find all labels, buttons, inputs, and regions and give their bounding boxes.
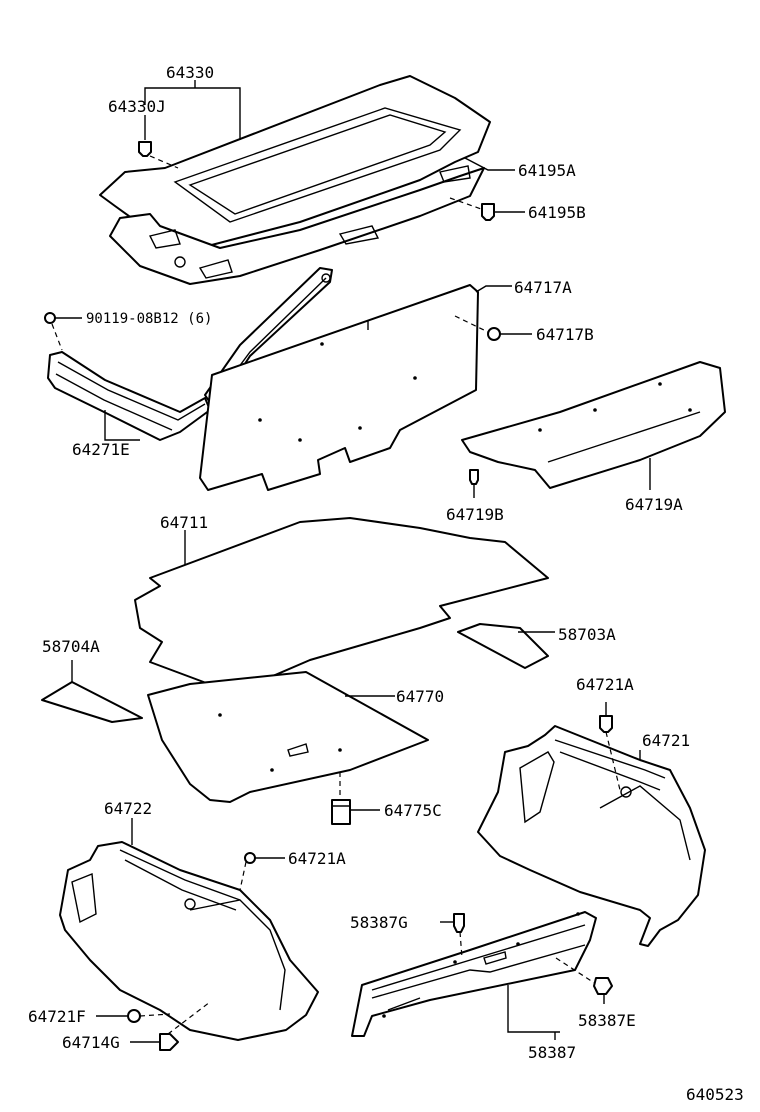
package-tray-trim xyxy=(99,75,491,285)
clip-58387e xyxy=(593,977,613,1004)
label-64271e: 64271E xyxy=(72,440,130,459)
fastener-64714g xyxy=(130,1001,211,1051)
label-64330j: 64330J xyxy=(108,97,166,116)
label-64721f: 64721F xyxy=(28,1007,86,1026)
label-64717b: 64717B xyxy=(536,325,594,344)
label-64714g: 64714G xyxy=(62,1033,120,1052)
label-58387: 58387 xyxy=(528,1043,576,1062)
clip-64721f xyxy=(96,1009,171,1023)
mat-64770 xyxy=(147,671,429,803)
label-64711: 64711 xyxy=(160,513,208,532)
label-64722: 64722 xyxy=(104,799,152,818)
label-64195a: 64195A xyxy=(518,161,576,180)
label-58387g: 58387G xyxy=(350,913,408,932)
clip-64717b xyxy=(454,315,532,341)
label-64721: 64721 xyxy=(642,731,690,750)
label-64770: 64770 xyxy=(396,687,444,706)
clip-64721a-mid xyxy=(239,852,285,891)
label-64330: 64330 xyxy=(166,63,214,82)
label-64717a: 64717A xyxy=(514,278,572,297)
partition-board xyxy=(199,284,512,491)
label-58703a: 58703A xyxy=(558,625,616,644)
small-mat-58704a xyxy=(41,660,143,723)
label-58704a: 58704A xyxy=(42,637,100,656)
clip-64195b xyxy=(449,197,525,221)
label-64721a-top: 64721A xyxy=(576,675,634,694)
clip-64721a-top xyxy=(599,702,621,791)
label-64719a: 64719A xyxy=(625,495,683,514)
clip-64719b xyxy=(469,469,479,498)
small-mat-58703a xyxy=(457,623,555,669)
lower-back-panel xyxy=(351,911,597,1040)
leader-64330 xyxy=(144,87,241,140)
label-64721a-mid: 64721A xyxy=(288,849,346,868)
plug-64775c xyxy=(331,772,380,825)
clip-64330j xyxy=(138,115,179,169)
trim-panel-64719a xyxy=(461,361,726,490)
bolt-90119 xyxy=(44,312,82,351)
side-trim-right xyxy=(477,725,706,947)
label-58387e: 58387E xyxy=(578,1011,636,1030)
clip-58387g xyxy=(440,913,465,959)
side-trim-left xyxy=(59,818,319,1041)
label-64775c: 64775C xyxy=(384,801,442,820)
label-64719b: 64719B xyxy=(446,505,504,524)
label-64195b: 64195B xyxy=(528,203,586,222)
label-90119: 90119-08B12 (6) xyxy=(86,311,212,327)
floor-mat xyxy=(134,517,549,691)
reference-number: 640523 xyxy=(686,1085,744,1104)
